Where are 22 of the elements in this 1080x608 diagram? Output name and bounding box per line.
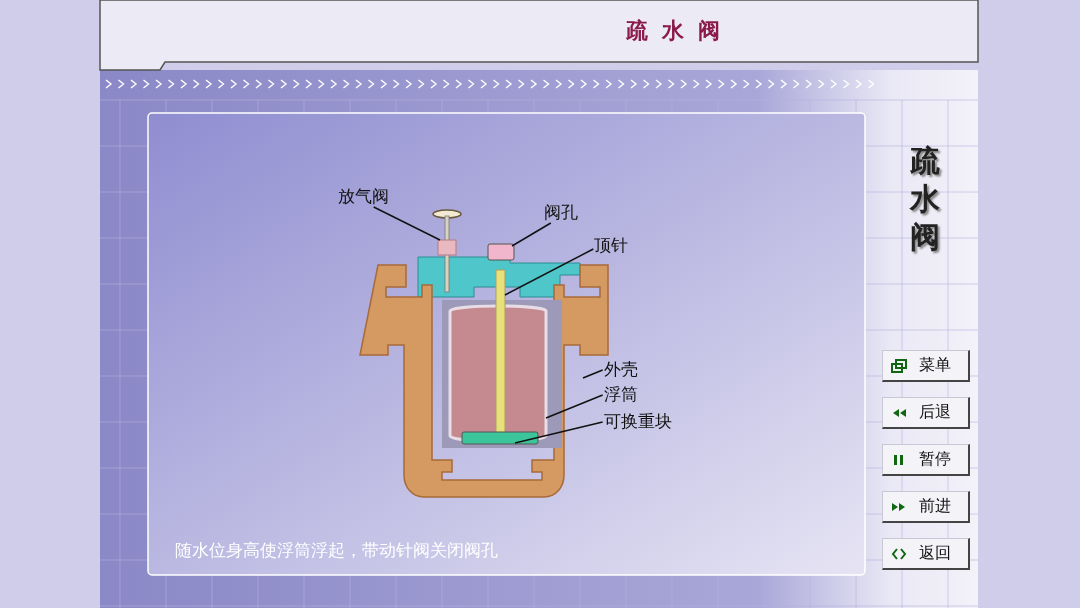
part-label: 放气阀 (338, 186, 389, 206)
side-title: 疏水阀 (908, 142, 941, 256)
return-button: 返回 (882, 538, 970, 570)
part-label: 顶针 (594, 235, 628, 255)
back-button: 后退 (882, 397, 970, 429)
air-vent-valve (432, 209, 462, 293)
part-label: 外壳 (604, 359, 638, 379)
part-label: 浮筒 (604, 384, 638, 404)
weight-block (461, 431, 539, 445)
leader-line (504, 248, 595, 296)
page-title: 疏水阀 (625, 17, 735, 45)
menu-button: 菜单 (882, 350, 970, 382)
forward-button: 前进 (882, 491, 970, 523)
leader-line (511, 222, 552, 247)
leader-line (514, 421, 604, 444)
part-label: 可换重块 (604, 411, 672, 431)
part-label: 阀孔 (544, 202, 578, 222)
pause-button: 暂停 (882, 444, 970, 476)
valve-orifice (487, 243, 515, 261)
leader-line (582, 369, 604, 379)
leader-line (545, 394, 604, 419)
leader-line (372, 206, 441, 241)
